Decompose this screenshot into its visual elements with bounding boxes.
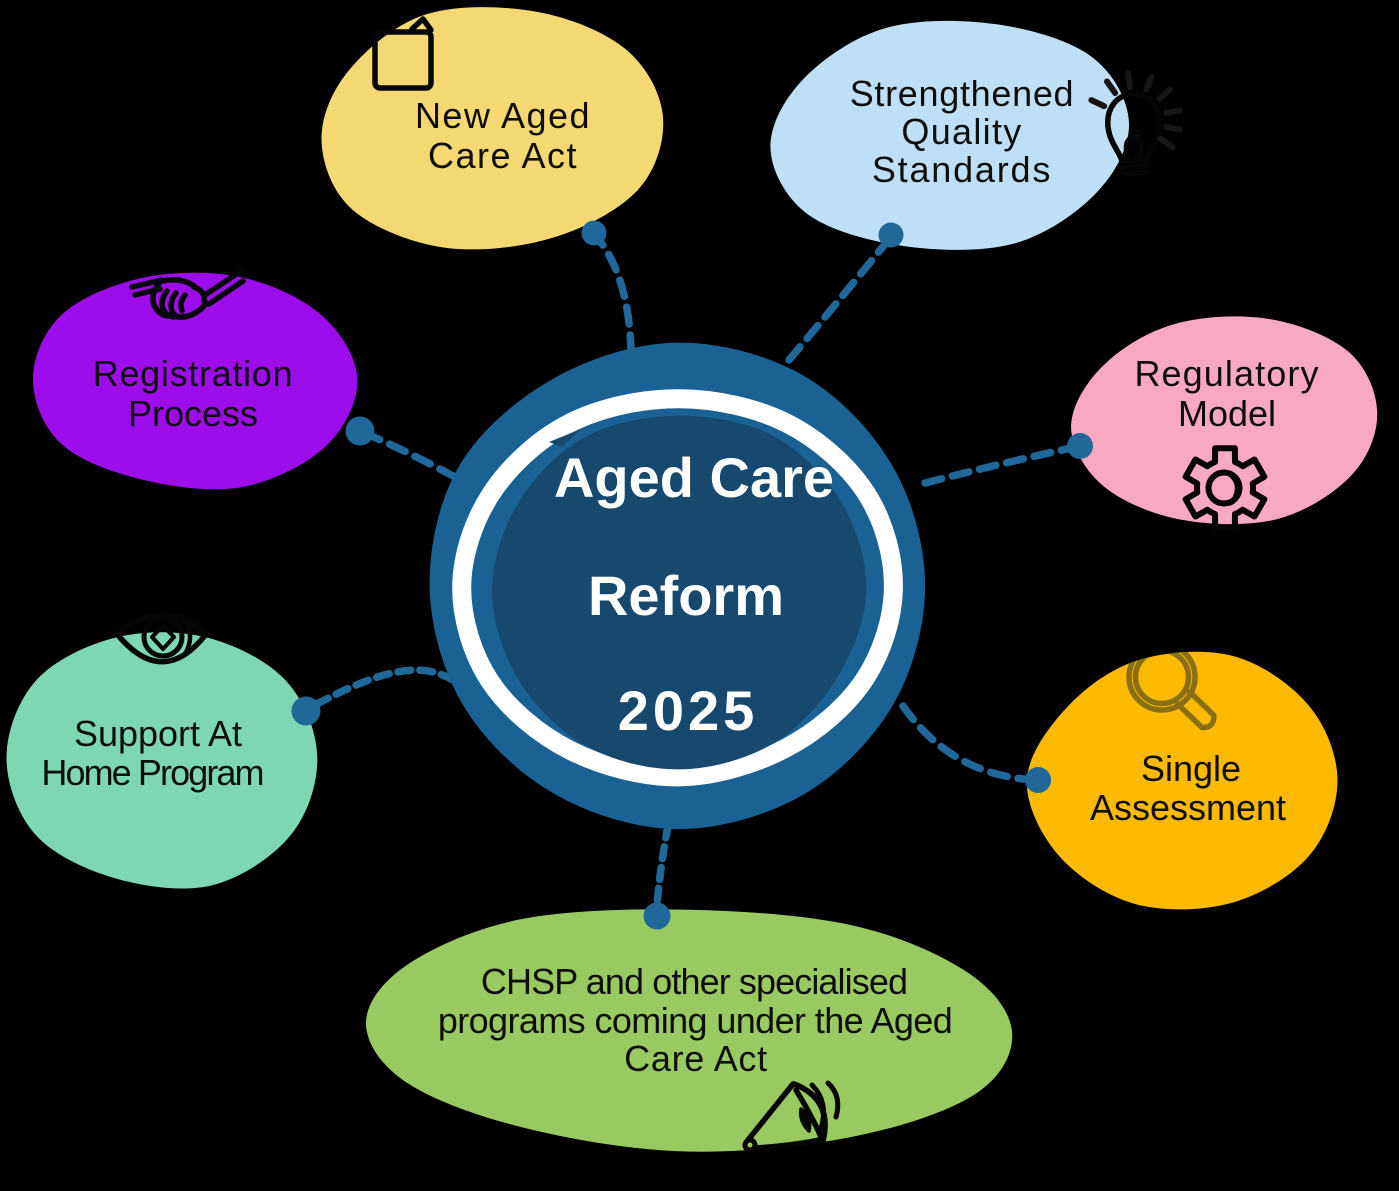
svg-text:Standards: Standards <box>872 149 1052 190</box>
svg-text:Strengthened: Strengthened <box>850 73 1075 114</box>
svg-text:Reform: Reform <box>588 564 784 627</box>
svg-text:Assessment: Assessment <box>1090 787 1286 828</box>
svg-text:Process: Process <box>128 393 258 434</box>
svg-text:Regulatory: Regulatory <box>1134 353 1319 394</box>
svg-text:Care Act: Care Act <box>624 1038 768 1079</box>
svg-text:Model: Model <box>1178 393 1276 434</box>
svg-text:New Aged: New Aged <box>415 95 591 136</box>
svg-text:Care Act: Care Act <box>428 135 578 176</box>
svg-text:CHSP and other specialised: CHSP and other specialised <box>481 961 907 1002</box>
svg-text:Registration: Registration <box>93 353 294 394</box>
svg-text:Support At: Support At <box>74 713 242 754</box>
svg-text:2025: 2025 <box>618 679 759 742</box>
svg-text:Quality: Quality <box>901 111 1022 152</box>
svg-text:Single: Single <box>1141 748 1241 789</box>
svg-text:programs coming under the Aged: programs coming under the Aged <box>438 1000 952 1041</box>
svg-text:Aged Care: Aged Care <box>554 446 834 509</box>
svg-text:Home Program: Home Program <box>41 752 262 793</box>
